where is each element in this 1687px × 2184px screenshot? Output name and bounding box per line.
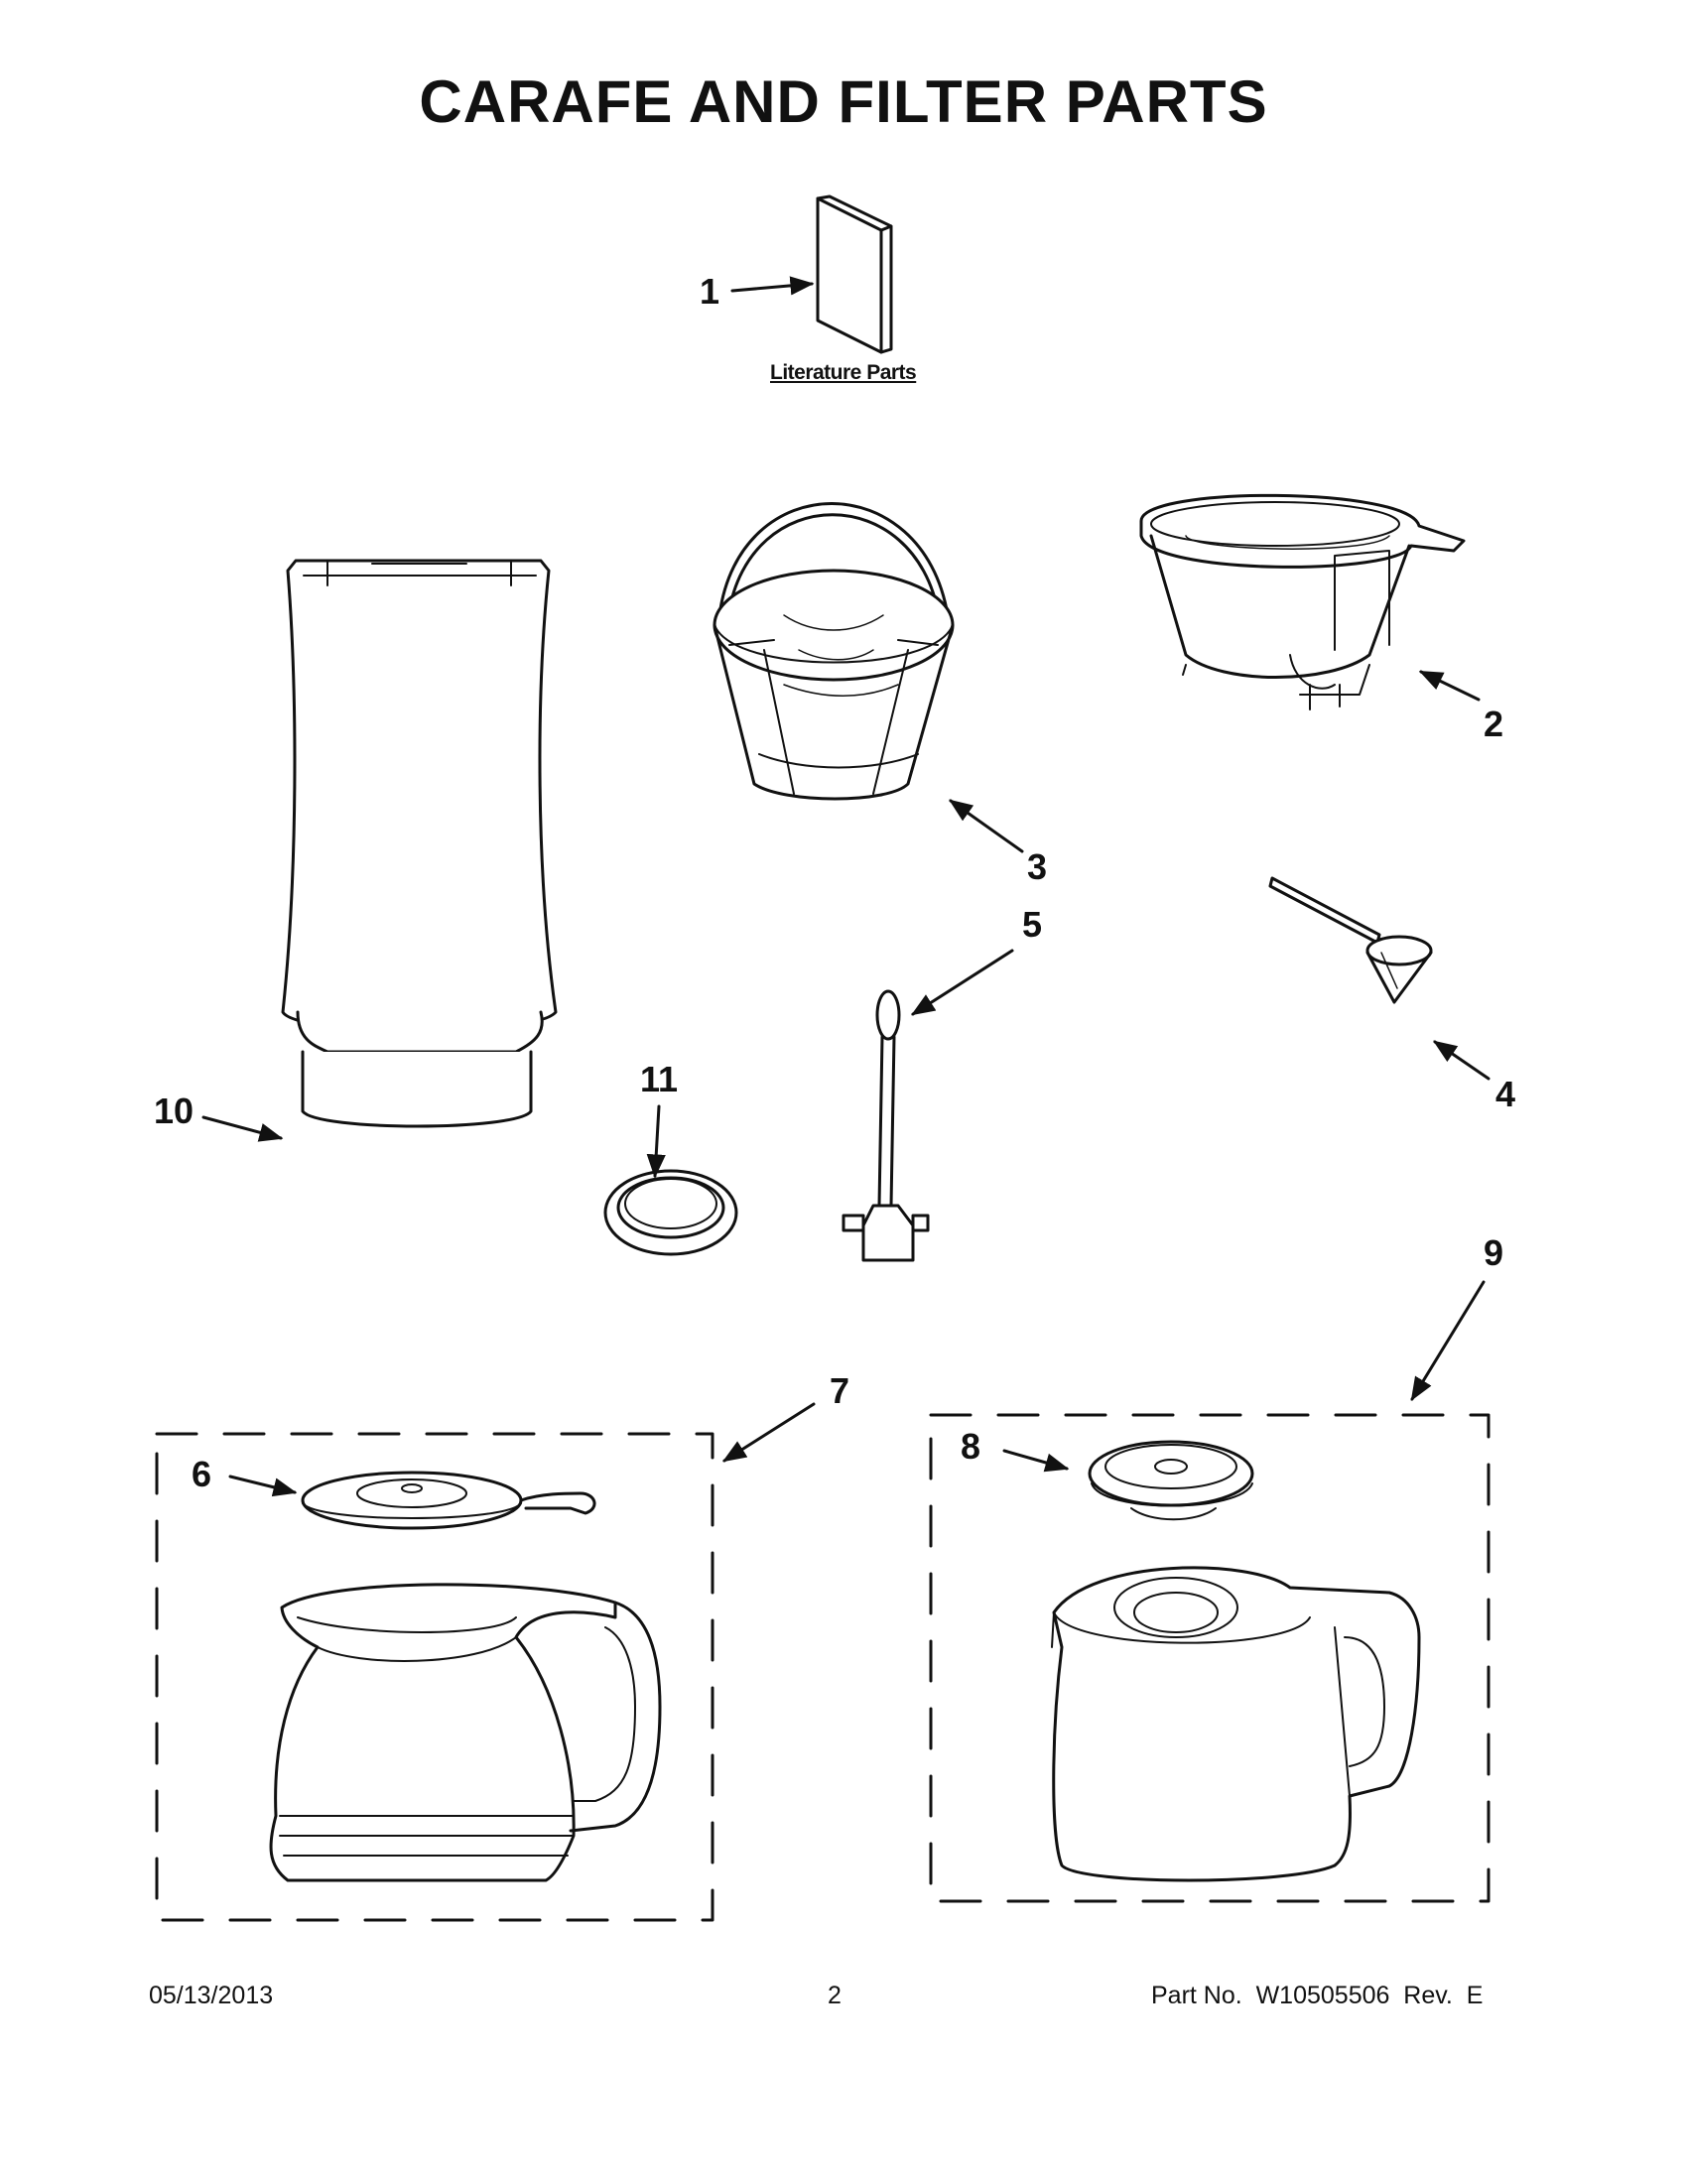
measuring-scoop: [1268, 876, 1433, 1004]
leader-7: [721, 1402, 816, 1463]
leader-3: [949, 799, 1024, 853]
callout-3: 3: [1027, 846, 1048, 887]
thermal-carafe-lid: [1088, 1440, 1254, 1521]
footer-part-number: Part No. W10505506 Rev. E: [1151, 1982, 1484, 2009]
callout-7: 7: [830, 1370, 850, 1411]
leader-5: [910, 949, 1014, 1016]
leader-4: [1433, 1040, 1491, 1081]
callout-5: 5: [1022, 904, 1043, 945]
callout-1: 1: [700, 271, 720, 312]
literature-parts-label: Literature Parts: [770, 361, 917, 384]
permanent-filter-basket: [713, 502, 955, 801]
group-box-7: [155, 1432, 714, 1922]
cleaning-tool: [842, 989, 930, 1262]
callout-2: 2: [1484, 704, 1504, 744]
literature-booklet: [816, 194, 893, 354]
brew-basket: [1139, 493, 1466, 710]
callout-6: 6: [192, 1454, 212, 1494]
callout-10: 10: [154, 1091, 195, 1131]
callout-8: 8: [961, 1426, 981, 1467]
callout-9: 9: [1484, 1232, 1504, 1273]
leader-9: [1410, 1280, 1486, 1402]
page-title: CARAFE AND FILTER PARTS: [419, 68, 1268, 135]
callout-4: 4: [1495, 1074, 1516, 1114]
leader-8: [1002, 1449, 1070, 1473]
carafe-lid: [301, 1471, 596, 1530]
footer-page-number: 2: [828, 1982, 842, 2009]
glass-carafe: [269, 1583, 662, 1882]
water-reservoir: [281, 559, 558, 1128]
leader-2: [1418, 670, 1481, 702]
leader-11: [646, 1104, 666, 1179]
footer-date: 05/13/2013: [149, 1982, 274, 2009]
leader-1: [730, 276, 815, 296]
leader-10: [201, 1115, 284, 1142]
leader-6: [228, 1475, 298, 1497]
callout-11: 11: [640, 1059, 679, 1099]
gasket-ring: [603, 1169, 738, 1256]
group-box-9: [929, 1413, 1491, 1903]
thermal-carafe: [1051, 1566, 1421, 1882]
